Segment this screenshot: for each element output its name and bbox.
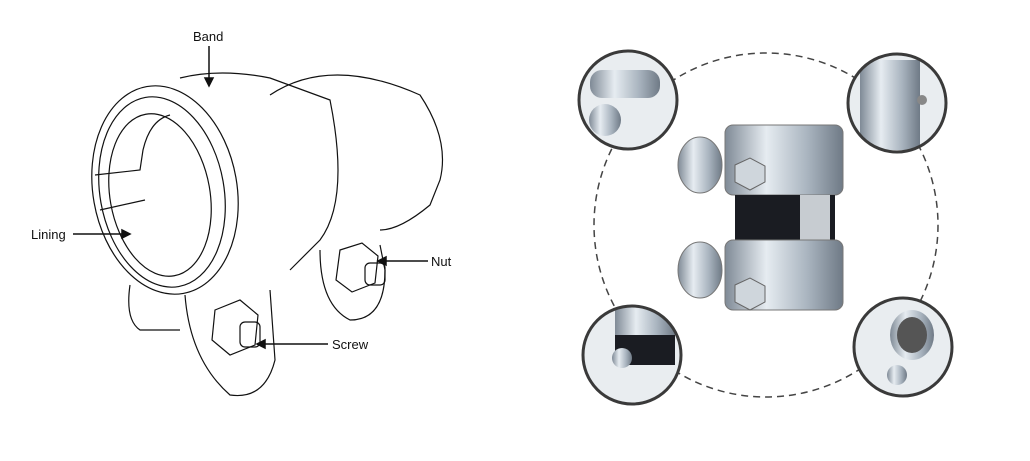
clamp-line-drawing (91, 72, 443, 397)
detail-thumbnail-end (852, 296, 954, 398)
clamp-photo (677, 124, 844, 311)
detail-thumbnail-band-edge (846, 52, 948, 154)
label-screw: Screw (332, 337, 369, 352)
arrows (73, 46, 428, 350)
label-lining: Lining (31, 227, 66, 242)
detail-thumbnail-side (581, 304, 683, 406)
detail-thumbnail-bolt-head (577, 49, 679, 151)
dashed-circle (593, 52, 939, 398)
label-nut: Nut (431, 254, 452, 269)
label-band: Band (193, 29, 223, 44)
